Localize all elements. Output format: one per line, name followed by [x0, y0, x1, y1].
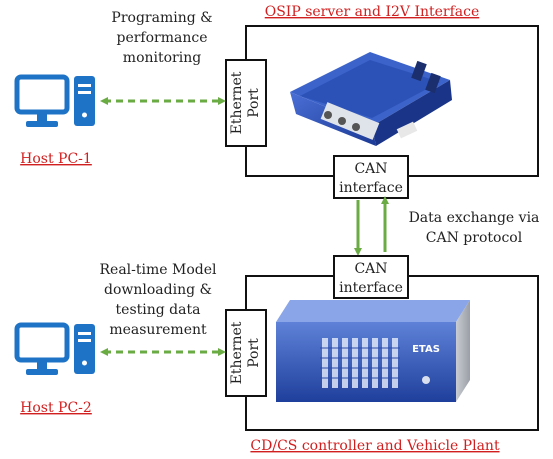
top-can-interface [333, 155, 409, 199]
host2-link-text-3: testing data [116, 302, 201, 318]
can-link-text-1: Data exchange via [409, 210, 540, 226]
bottom-can-interface [333, 255, 409, 299]
top-can-label-1: CAN [354, 161, 387, 177]
top-can-label-2: interface [339, 180, 403, 196]
host2-link-text-2: downloading & [104, 282, 212, 298]
top-ethernet-port-label-1: Ethernet [229, 71, 245, 134]
top-ethernet-port-label-2: Port [246, 88, 262, 118]
top-block-title: OSIP server and I2V Interface [265, 4, 480, 20]
bottom-block-title: CD/CS controller and Vehicle Plant [250, 438, 500, 454]
host-pc-2-label: Host PC-2 [20, 400, 92, 416]
bottom-ethernet-port-label-1: Ethernet [229, 321, 245, 384]
host1-link-text-1: Programing & [111, 10, 212, 26]
etas-device-brand: ETAS [412, 344, 440, 355]
bottom-can-label-2: interface [339, 280, 403, 296]
bottom-can-label-1: CAN [354, 261, 387, 277]
host1-link-text-2: performance [116, 30, 207, 46]
osip-device-image [290, 52, 452, 146]
can-link-text-2: CAN protocol [426, 230, 523, 246]
host-pc-1-icon [14, 74, 95, 127]
bottom-ethernet-port-label-2: Port [246, 338, 262, 368]
bottom-ethernet-port [225, 309, 267, 397]
host1-link-text-3: monitoring [123, 50, 201, 66]
etas-device-image: ETAS [276, 300, 470, 402]
host-pc-1-label: Host PC-1 [20, 151, 92, 167]
host-pc-2-icon [14, 322, 95, 375]
top-ethernet-port [225, 59, 267, 147]
host2-link-text-4: measurement [109, 322, 207, 338]
host2-link-text-1: Real-time Model [100, 262, 218, 278]
